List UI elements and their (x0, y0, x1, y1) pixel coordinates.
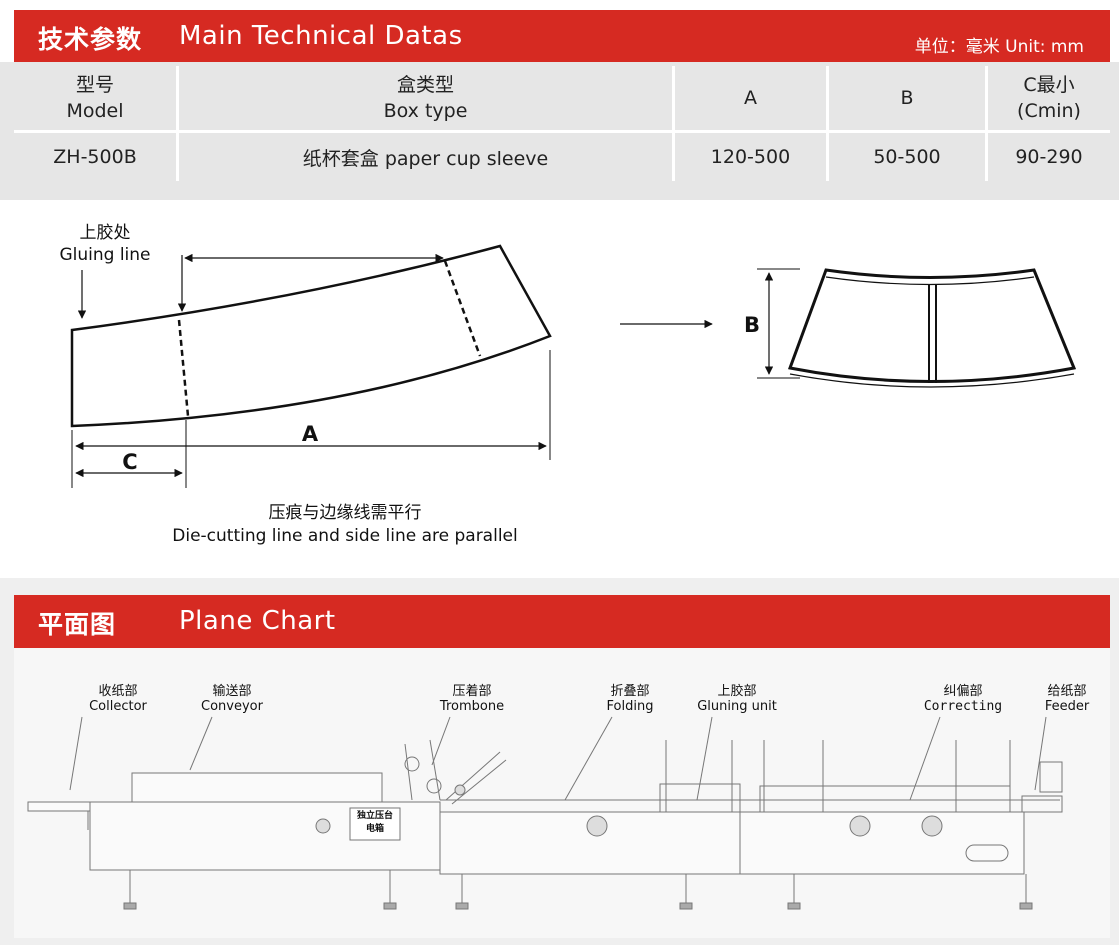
formed-sleeve (787, 268, 1077, 383)
cell-b: 50-500 (827, 130, 988, 181)
dimension-c-label: C (122, 450, 138, 474)
sleeve-outline (70, 244, 552, 428)
header-cmin: C最小(Cmin) (1017, 74, 1081, 122)
cell-box-type: 纸杯套盒 paper cup sleeve (177, 130, 675, 181)
table-row: ZH-500B 纸杯套盒 paper cup sleeve 120-500 50… (14, 130, 1110, 181)
technical-data-banner: 技术参数 Main Technical Datas 单位：毫米 Unit: mm (14, 10, 1110, 62)
control-panel-label: 独立压台电箱 (356, 811, 393, 834)
section2-title-en: Plane Chart (179, 606, 336, 636)
die-cut-line-right (443, 260, 482, 357)
die-cut-line-left (177, 319, 190, 417)
header-a: A (673, 66, 829, 132)
section-title-zh: 技术参数 (38, 25, 143, 54)
header-b: B (827, 66, 988, 132)
cell-cmin: 90-290 (986, 130, 1110, 181)
cell-a: 120-500 (673, 130, 829, 181)
plane-chart-banner: 平面图 Plane Chart (14, 595, 1110, 648)
cell-model: ZH-500B (14, 130, 179, 181)
section2-title-zh: 平面图 (38, 610, 117, 639)
dimension-b-label: B (743, 313, 760, 337)
section-title-en: Main Technical Datas (179, 21, 463, 51)
unit-label: 单位：毫米 Unit: mm (914, 37, 1084, 57)
dimension-a-label: A (301, 422, 319, 446)
